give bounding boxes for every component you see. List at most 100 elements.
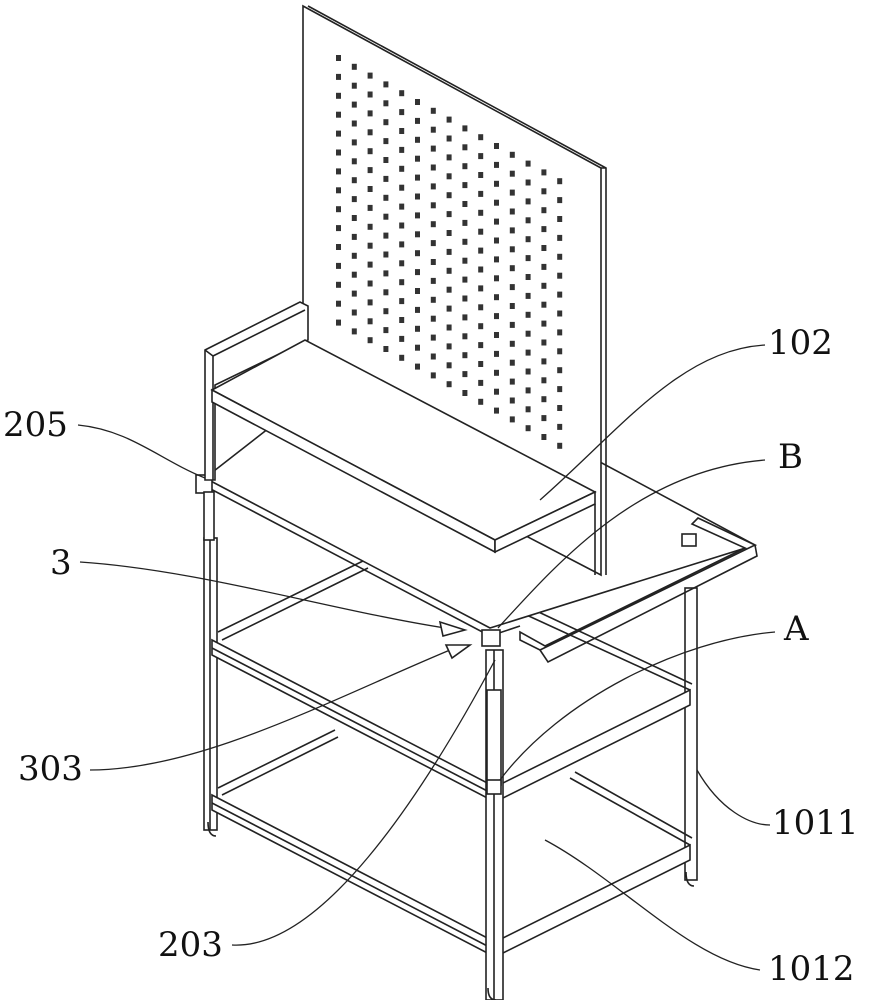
peg-hole <box>352 253 357 259</box>
peg-hole <box>352 272 357 278</box>
peg-hole <box>462 201 467 207</box>
peg-hole <box>399 109 404 115</box>
peg-hole <box>494 256 499 262</box>
peg-hole <box>336 301 341 307</box>
peg-hole <box>541 302 546 308</box>
peg-hole <box>447 117 452 123</box>
peg-hole <box>336 206 341 212</box>
peg-hole <box>368 186 373 192</box>
peg-hole <box>415 231 420 237</box>
peg-hole <box>447 249 452 255</box>
peg-hole <box>526 406 531 412</box>
peg-hole <box>478 342 483 348</box>
peg-hole <box>399 223 404 229</box>
peg-hole <box>526 425 531 431</box>
peg-hole <box>526 387 531 393</box>
peg-hole <box>541 169 546 175</box>
peg-hole <box>462 182 467 188</box>
peg-hole <box>541 415 546 421</box>
peg-hole <box>415 345 420 351</box>
peg-hole <box>541 434 546 440</box>
peg-hole <box>431 165 436 171</box>
peg-hole <box>383 214 388 220</box>
peg-hole <box>526 236 531 242</box>
peg-hole <box>526 180 531 186</box>
peg-hole <box>383 289 388 295</box>
peg-hole <box>526 312 531 318</box>
peg-hole <box>447 230 452 236</box>
peg-hole <box>557 405 562 411</box>
peg-hole <box>494 370 499 376</box>
peg-hole <box>415 326 420 332</box>
peg-hole <box>352 328 357 334</box>
peg-hole <box>431 183 436 189</box>
peg-hole <box>478 191 483 197</box>
peg-hole <box>352 177 357 183</box>
peg-hole <box>447 325 452 331</box>
peg-hole <box>399 336 404 342</box>
peg-hole <box>541 283 546 289</box>
peg-hole <box>557 367 562 373</box>
peg-hole <box>383 176 388 182</box>
peg-hole <box>462 333 467 339</box>
peg-hole <box>399 279 404 285</box>
peg-hole <box>510 416 515 422</box>
peg-hole <box>557 273 562 279</box>
peg-hole <box>399 317 404 323</box>
peg-hole <box>494 275 499 281</box>
peg-hole <box>526 274 531 280</box>
peg-hole <box>510 190 515 196</box>
peg-hole <box>368 129 373 135</box>
label-1011: 1011 <box>772 806 859 840</box>
peg-hole <box>510 398 515 404</box>
peg-hole <box>336 131 341 137</box>
peg-hole <box>557 292 562 298</box>
peg-hole <box>557 424 562 430</box>
label-B: B <box>778 440 803 474</box>
peg-hole <box>478 361 483 367</box>
peg-hole <box>510 303 515 309</box>
peg-hole <box>399 260 404 266</box>
peg-hole <box>368 224 373 230</box>
peg-hole <box>447 343 452 349</box>
peg-hole <box>415 137 420 143</box>
peg-hole <box>415 194 420 200</box>
peg-hole <box>399 204 404 210</box>
peg-hole <box>557 254 562 260</box>
peg-hole <box>399 355 404 361</box>
peg-hole <box>368 281 373 287</box>
peg-hole <box>399 298 404 304</box>
peg-hole <box>557 443 562 449</box>
peg-hole <box>494 351 499 357</box>
peg-hole <box>510 265 515 271</box>
peg-hole <box>494 294 499 300</box>
peg-hole <box>415 175 420 181</box>
peg-hole <box>462 390 467 396</box>
peg-hole <box>494 408 499 414</box>
peg-hole <box>462 296 467 302</box>
peg-hole <box>541 264 546 270</box>
peg-hole <box>415 288 420 294</box>
peg-hole <box>399 128 404 134</box>
peg-hole <box>510 152 515 158</box>
peg-hole <box>541 321 546 327</box>
label-203: 203 <box>158 928 223 962</box>
peg-hole <box>352 291 357 297</box>
peg-hole <box>526 198 531 204</box>
peg-hole <box>462 371 467 377</box>
peg-hole <box>431 316 436 322</box>
peg-hole <box>415 250 420 256</box>
peg-hole <box>336 282 341 288</box>
peg-hole <box>462 239 467 245</box>
peg-hole <box>510 379 515 385</box>
peg-hole <box>462 144 467 150</box>
peg-hole <box>399 147 404 153</box>
peg-hole <box>368 73 373 79</box>
peg-hole <box>336 187 341 193</box>
peg-hole <box>383 100 388 106</box>
peg-hole <box>557 197 562 203</box>
peg-hole <box>494 219 499 225</box>
peg-hole <box>494 332 499 338</box>
peg-hole <box>478 172 483 178</box>
